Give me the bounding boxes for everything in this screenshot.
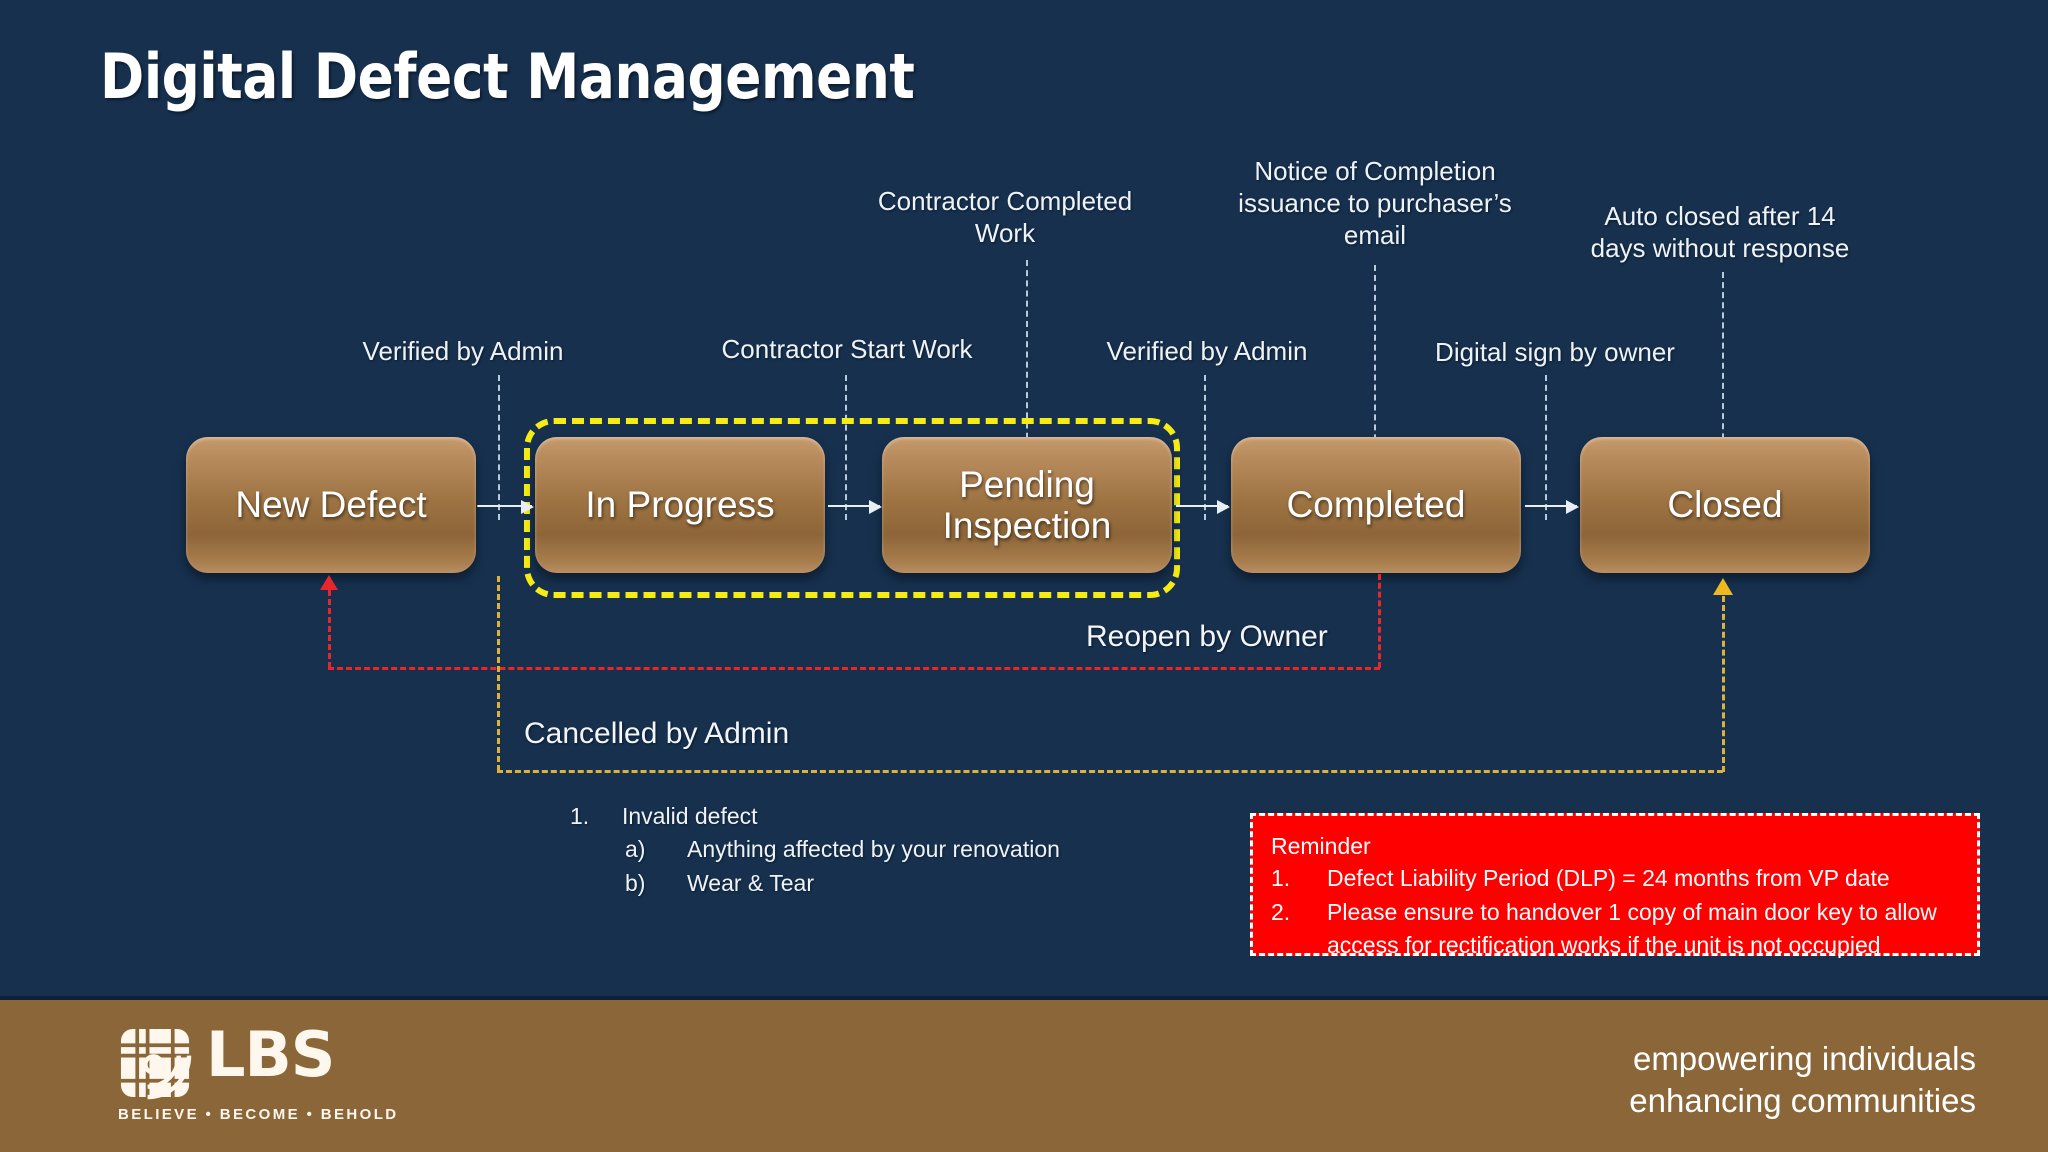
list-text: Anything affected by your renovation <box>687 836 1060 863</box>
reopen-path-arrowhead <box>320 575 338 590</box>
footer-slogan-line-2: enhancing communities <box>1629 1082 1976 1120</box>
lbs-mark-icon <box>118 1026 192 1100</box>
list-marker: 1. <box>570 803 590 829</box>
reminder-item-continuation: access for rectification works if the un… <box>1327 931 1881 958</box>
footer-slogan-line-1: empowering individuals <box>1632 1040 1976 1077</box>
list-item: b) Wear & Tear <box>570 867 1190 900</box>
page-title: Digital Defect Management <box>100 40 915 113</box>
annotation-digital-sign-by-owner: Digital sign by owner <box>1435 337 1675 367</box>
leader-line-auto-closed <box>1722 272 1724 520</box>
flow-label-cancelled-by-admin: Cancelled by Admin <box>524 717 790 750</box>
list-text: Invalid defect <box>622 803 758 829</box>
annotation-contractor-start-work: Contractor Start Work <box>721 334 973 364</box>
list-text: Wear & Tear <box>687 869 814 896</box>
list-item: 1. Invalid defect <box>570 800 1190 833</box>
reminder-item-text: Please ensure to handover 1 copy of main… <box>1327 898 1937 925</box>
connector-new-defect-to-in-progress <box>478 500 534 514</box>
cancel-path-arrowhead <box>1713 578 1733 595</box>
brand-logo: LBS <box>118 1018 335 1100</box>
annotation-notice-of-completion: Notice of Completion issuance to purchas… <box>1238 156 1512 251</box>
footer-bar: LBS BELIEVE • BECOME • BEHOLD empowering… <box>0 996 2048 1152</box>
cancel-path-left-vertical <box>497 576 500 771</box>
leader-line-digital-sign-by-owner <box>1545 375 1547 520</box>
flow-label-reopen-by-owner: Reopen by Owner <box>1086 620 1328 653</box>
annotation-verified-by-admin-2: Verified by Admin <box>1106 336 1308 366</box>
flow-node-new-defect[interactable]: New Defect <box>186 437 476 573</box>
reopen-path-horizontal <box>328 667 1380 670</box>
flow-node-completed[interactable]: Completed <box>1231 437 1521 573</box>
notes-list: 1. Invalid defect a) Anything affected b… <box>570 800 1190 900</box>
annotation-verified-by-admin-1: Verified by Admin <box>362 336 564 366</box>
reminder-box: Reminder 1. Defect Liability Period (DLP… <box>1250 813 1980 958</box>
reminder-title: Reminder <box>1271 833 1371 859</box>
leader-line-contractor-start-work <box>845 375 847 520</box>
connector-in-progress-to-pending-inspection <box>828 500 882 514</box>
flow-node-closed[interactable]: Closed <box>1580 437 1870 573</box>
reminder-item-text: Defect Liability Period (DLP) = 24 month… <box>1327 865 1890 892</box>
reminder-item-number: 2. <box>1271 898 1291 925</box>
cancel-path-right-vertical <box>1722 596 1725 772</box>
list-marker: a) <box>625 836 646 863</box>
leader-line-notice-of-completion <box>1374 265 1376 520</box>
leader-line-contractor-completed-work <box>1026 260 1028 520</box>
logo-tagline: BELIEVE • BECOME • BEHOLD <box>118 1106 399 1123</box>
connector-pending-inspection-to-completed <box>1176 500 1230 514</box>
flow-node-in-progress[interactable]: In Progress <box>535 437 825 573</box>
reopen-path-right-vertical <box>1378 574 1381 668</box>
reopen-path-left-vertical <box>328 590 331 668</box>
connector-completed-to-closed <box>1525 500 1579 514</box>
reminder-item: 2. Please ensure to handover 1 copy of m… <box>1271 896 1959 929</box>
annotation-auto-closed: Auto closed after 14 days without respon… <box>1590 201 1850 264</box>
leader-line-verified-by-admin-2 <box>1204 375 1206 520</box>
cancel-path-horizontal <box>497 770 1723 773</box>
footer-slogan: empowering individuals enhancing communi… <box>1629 1038 1976 1122</box>
logo-wordmark: LBS <box>206 1018 335 1091</box>
leader-line-verified-by-admin-1 <box>498 375 500 520</box>
reminder-item: 1. Defect Liability Period (DLP) = 24 mo… <box>1271 862 1959 895</box>
list-marker: b) <box>625 869 646 896</box>
list-item: a) Anything affected by your renovation <box>570 833 1190 866</box>
annotation-contractor-completed-work: Contractor Completed Work <box>877 186 1133 249</box>
flow-node-pending-inspection[interactable]: Pending Inspection <box>882 437 1172 573</box>
reminder-item-number: 1. <box>1271 865 1291 892</box>
